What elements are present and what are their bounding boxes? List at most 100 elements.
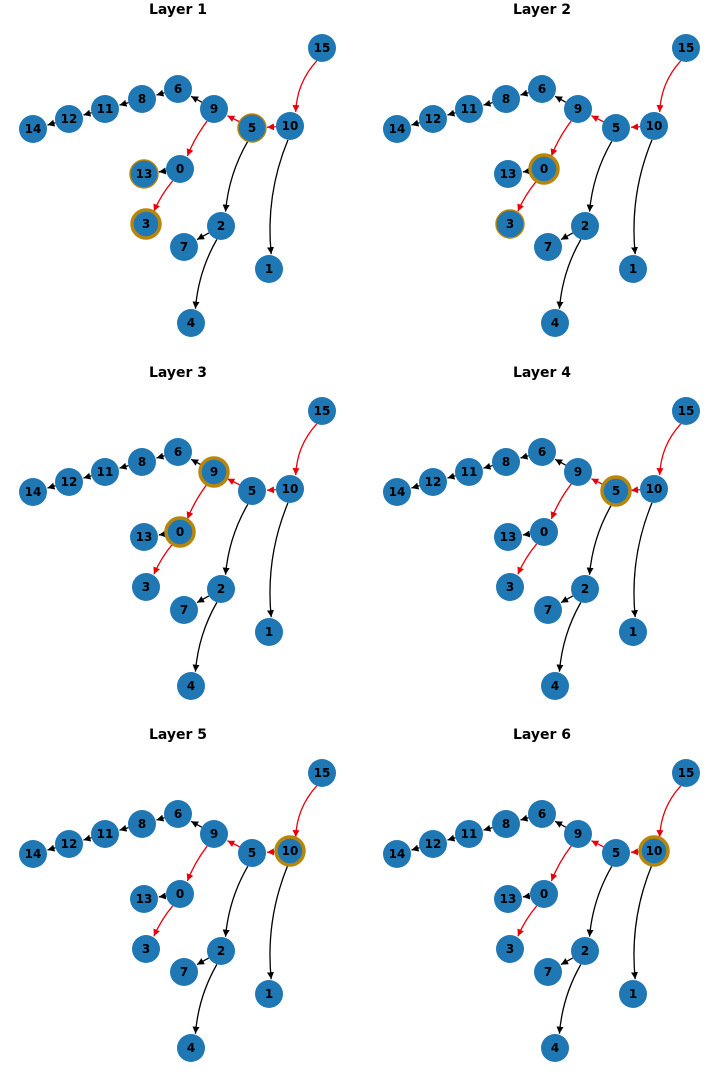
edge-15-to-10: [292, 785, 318, 838]
node-7: 7: [534, 596, 562, 624]
node-circle: [198, 456, 230, 488]
node-circle: [419, 468, 447, 496]
node-label: 13: [136, 892, 153, 906]
edge-9-to-6: [554, 458, 567, 466]
node-11: 11: [455, 95, 483, 123]
node-label: 10: [646, 119, 663, 133]
node-label: 5: [612, 121, 620, 135]
node-15: 15: [308, 759, 336, 787]
node-circle: [619, 618, 647, 646]
node-8: 8: [492, 85, 520, 113]
node-label: 0: [540, 525, 548, 539]
node-circle: [528, 153, 560, 185]
node-circle: [128, 85, 156, 113]
node-circle: [19, 478, 47, 506]
node-13: 13: [494, 160, 522, 188]
edge-8-to-11: [483, 462, 493, 470]
node-label: 8: [138, 455, 146, 469]
node-label: 8: [502, 455, 510, 469]
node-label: 6: [538, 82, 546, 96]
node-label: 1: [265, 625, 273, 639]
node-label: 7: [544, 240, 552, 254]
node-label: 4: [187, 1041, 195, 1055]
edge-9-to-0: [550, 845, 572, 882]
node-5: 5: [238, 839, 266, 867]
node-label: 4: [551, 1041, 559, 1055]
node-13: 13: [130, 523, 158, 551]
node-9: 9: [198, 456, 230, 488]
node-label: 15: [678, 766, 695, 780]
node-1: 1: [255, 980, 283, 1008]
node-circle: [55, 830, 83, 858]
node-4: 4: [541, 309, 569, 337]
edge-15-to-10: [656, 60, 682, 113]
node-circle: [455, 458, 483, 486]
edge-11-to-12: [447, 109, 456, 117]
node-label: 8: [138, 92, 146, 106]
edge-12-to-14: [411, 119, 420, 127]
node-circle: [207, 937, 235, 965]
node-15: 15: [672, 34, 700, 62]
node-label: 12: [425, 837, 442, 851]
node-label: 15: [678, 404, 695, 418]
node-label: 6: [174, 82, 182, 96]
edge-5-to-9: [227, 478, 240, 486]
node-circle: [383, 840, 411, 868]
node-4: 4: [541, 1034, 569, 1062]
edge-6-to-8: [520, 814, 529, 822]
node-0: 0: [164, 516, 196, 548]
node-circle: [308, 34, 336, 62]
node-label: 4: [187, 316, 195, 330]
node-label: 3: [142, 942, 150, 956]
edge-0-to-13: [158, 167, 167, 175]
edge-11-to-12: [83, 109, 92, 117]
node-circle: [640, 112, 668, 140]
node-1: 1: [255, 255, 283, 283]
node-label: 0: [176, 887, 184, 901]
node-4: 4: [177, 672, 205, 700]
node-8: 8: [492, 810, 520, 838]
node-13: 13: [494, 885, 522, 913]
node-label: 2: [581, 219, 589, 233]
edge-10-to-1: [267, 864, 289, 980]
node-10: 10: [274, 835, 306, 867]
edge-6-to-8: [156, 452, 165, 460]
node-circle: [383, 115, 411, 143]
edge-5-to-9: [227, 115, 240, 123]
node-label: 7: [180, 965, 188, 979]
edge-9-to-6: [190, 458, 203, 466]
node-2: 2: [571, 212, 599, 240]
edge-12-to-14: [47, 844, 56, 852]
edge-9-to-0: [550, 483, 572, 520]
edge-2-to-7: [196, 232, 210, 241]
node-circle: [130, 885, 158, 913]
node-9: 9: [564, 458, 592, 486]
edge-11-to-12: [83, 834, 92, 842]
node-label: 4: [551, 316, 559, 330]
node-15: 15: [672, 759, 700, 787]
node-13: 13: [494, 523, 522, 551]
node-circle: [200, 95, 228, 123]
node-3: 3: [132, 573, 160, 601]
node-7: 7: [534, 958, 562, 986]
node-circle: [207, 575, 235, 603]
node-label: 9: [210, 465, 218, 479]
panel-title: Layer 1: [149, 2, 207, 18]
node-6: 6: [528, 800, 556, 828]
edge-0-to-3: [153, 543, 174, 575]
node-label: 13: [500, 167, 517, 181]
panel-title: Layer 6: [513, 727, 571, 743]
node-15: 15: [308, 397, 336, 425]
node-circle: [564, 95, 592, 123]
node-circle: [255, 618, 283, 646]
node-label: 1: [265, 262, 273, 276]
edge-8-to-11: [119, 99, 129, 107]
edge-10-to-1: [631, 864, 653, 980]
node-label: 11: [97, 827, 114, 841]
node-label: 0: [540, 887, 548, 901]
